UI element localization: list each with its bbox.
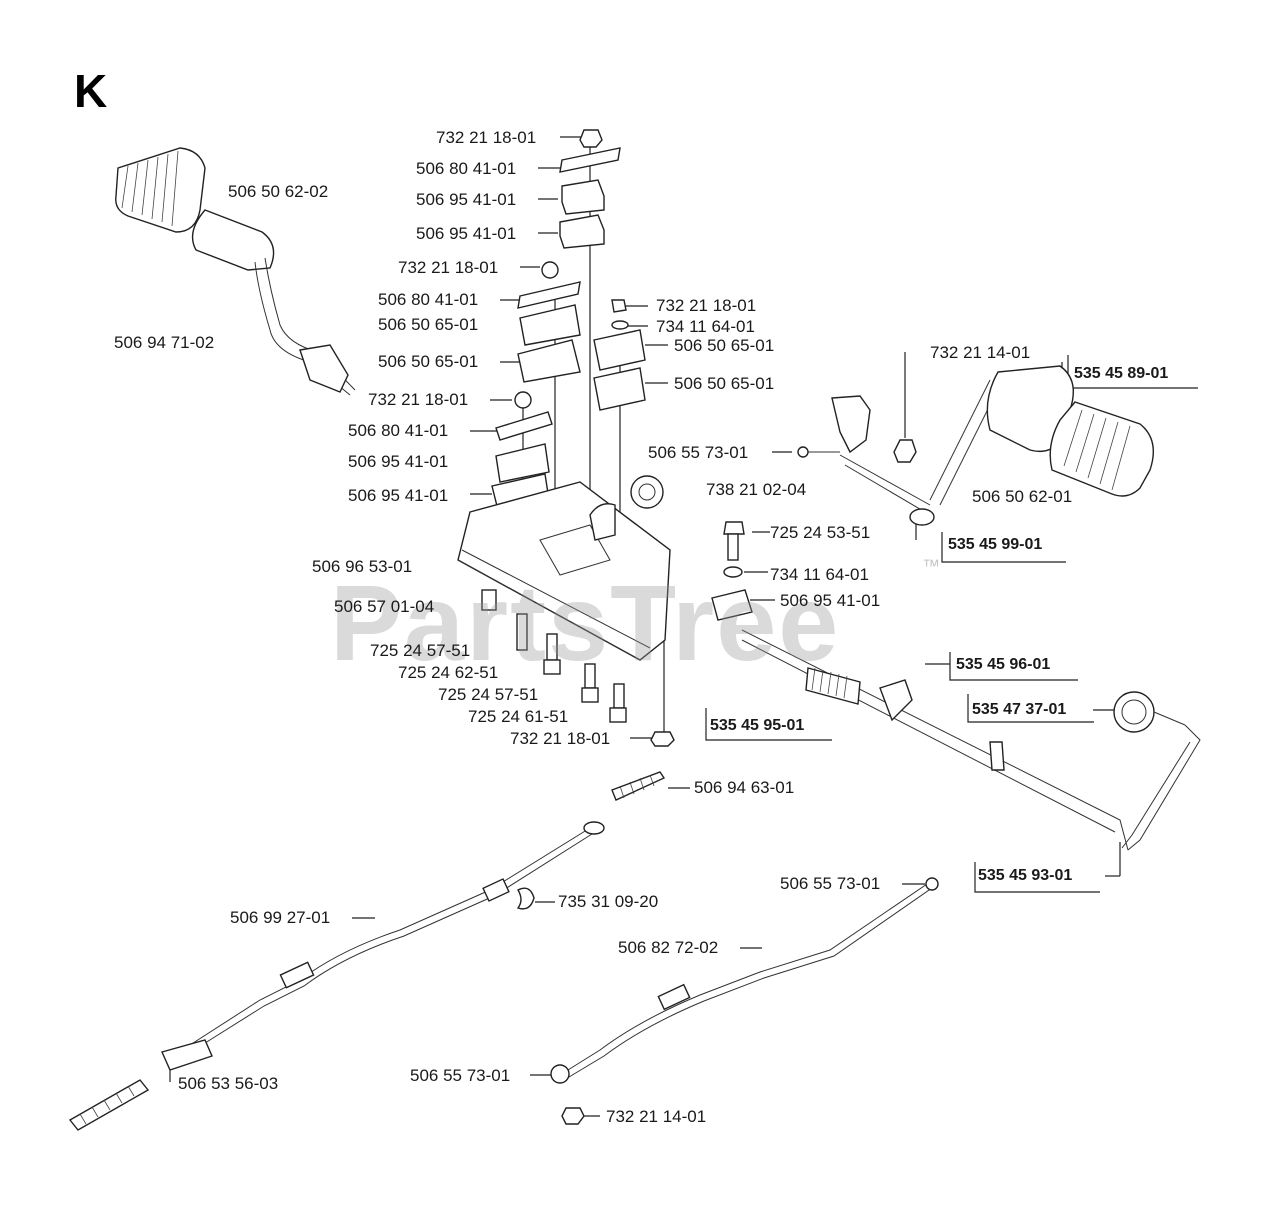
part-label[interactable]: 725 24 57-51 — [370, 641, 471, 660]
part-label[interactable]: 732 21 18-01 — [436, 128, 537, 147]
part-label-boxed[interactable]: 535 45 93-01 — [978, 867, 1073, 884]
part-label[interactable]: 506 80 41-01 — [348, 421, 449, 440]
part-label[interactable]: 506 80 41-01 — [378, 290, 479, 309]
part-label[interactable]: 506 50 62-02 — [228, 182, 329, 201]
linkage-rod — [741, 629, 1201, 851]
part-label[interactable]: 738 21 02-04 — [706, 480, 807, 499]
watermark: PartsTree — [330, 562, 841, 683]
part-label-boxed[interactable]: 535 45 89-01 — [1074, 365, 1169, 382]
part-label[interactable]: 506 50 62-01 — [972, 487, 1073, 506]
part-label[interactable]: 506 53 56-03 — [178, 1074, 279, 1093]
part-label-boxed[interactable]: 535 45 96-01 — [956, 656, 1051, 673]
cables — [68, 771, 939, 1131]
part-label[interactable]: 725 24 62-51 — [398, 663, 499, 682]
part-label[interactable]: 506 50 65-01 — [674, 374, 775, 393]
part-label[interactable]: 506 95 41-01 — [416, 224, 517, 243]
part-label[interactable]: 732 21 14-01 — [930, 343, 1031, 362]
part-label-boxed[interactable]: 535 45 99-01 — [948, 536, 1043, 553]
part-label[interactable]: 732 21 18-01 — [398, 258, 499, 277]
part-label[interactable]: 506 50 65-01 — [378, 352, 479, 371]
part-label[interactable]: 506 82 72-02 — [618, 938, 719, 957]
part-label[interactable]: 506 50 65-01 — [378, 315, 479, 334]
part-label[interactable]: 506 95 41-01 — [780, 591, 881, 610]
bolts — [481, 589, 675, 747]
part-label[interactable]: 506 96 53-01 — [312, 557, 413, 576]
part-label[interactable]: 732 21 18-01 — [656, 296, 757, 315]
part-label[interactable]: 506 50 65-01 — [674, 336, 775, 355]
part-label[interactable]: 725 24 53-51 — [770, 523, 871, 542]
left-pedal-assembly — [115, 147, 356, 396]
part-label[interactable]: 506 80 41-01 — [416, 159, 517, 178]
part-label[interactable]: 732 21 18-01 — [368, 390, 469, 409]
part-label[interactable]: 506 95 41-01 — [348, 452, 449, 471]
part-label[interactable]: 506 55 73-01 — [410, 1066, 511, 1085]
part-label[interactable]: 506 55 73-01 — [780, 874, 881, 893]
part-label-boxed[interactable]: 535 47 37-01 — [972, 701, 1067, 718]
part-label[interactable]: 732 21 18-01 — [510, 729, 611, 748]
section-letter: K — [74, 65, 108, 117]
part-label[interactable]: 506 94 71-02 — [114, 333, 215, 352]
part-label[interactable]: 725 24 61-51 — [468, 707, 569, 726]
part-label[interactable]: 734 11 64-01 — [656, 317, 755, 336]
part-label[interactable]: 506 57 01-04 — [334, 597, 435, 616]
part-label[interactable]: 732 21 14-01 — [606, 1107, 707, 1126]
part-label[interactable]: 735 31 09-20 — [558, 892, 659, 911]
base-plate — [457, 475, 671, 661]
central-clamp-stack — [491, 129, 646, 511]
part-label-boxed[interactable]: 535 45 95-01 — [710, 717, 805, 734]
part-label[interactable]: 506 55 73-01 — [648, 443, 749, 462]
part-label[interactable]: 725 24 57-51 — [438, 685, 539, 704]
right-pedal-assembly — [711, 365, 1154, 621]
trademark-mark: ™ — [922, 556, 940, 576]
part-label[interactable]: 506 95 41-01 — [348, 486, 449, 505]
part-label[interactable]: 506 95 41-01 — [416, 190, 517, 209]
part-label[interactable]: 734 11 64-01 — [770, 565, 869, 584]
part-label[interactable]: 506 94 63-01 — [694, 778, 795, 797]
part-label[interactable]: 506 99 27-01 — [230, 908, 331, 927]
